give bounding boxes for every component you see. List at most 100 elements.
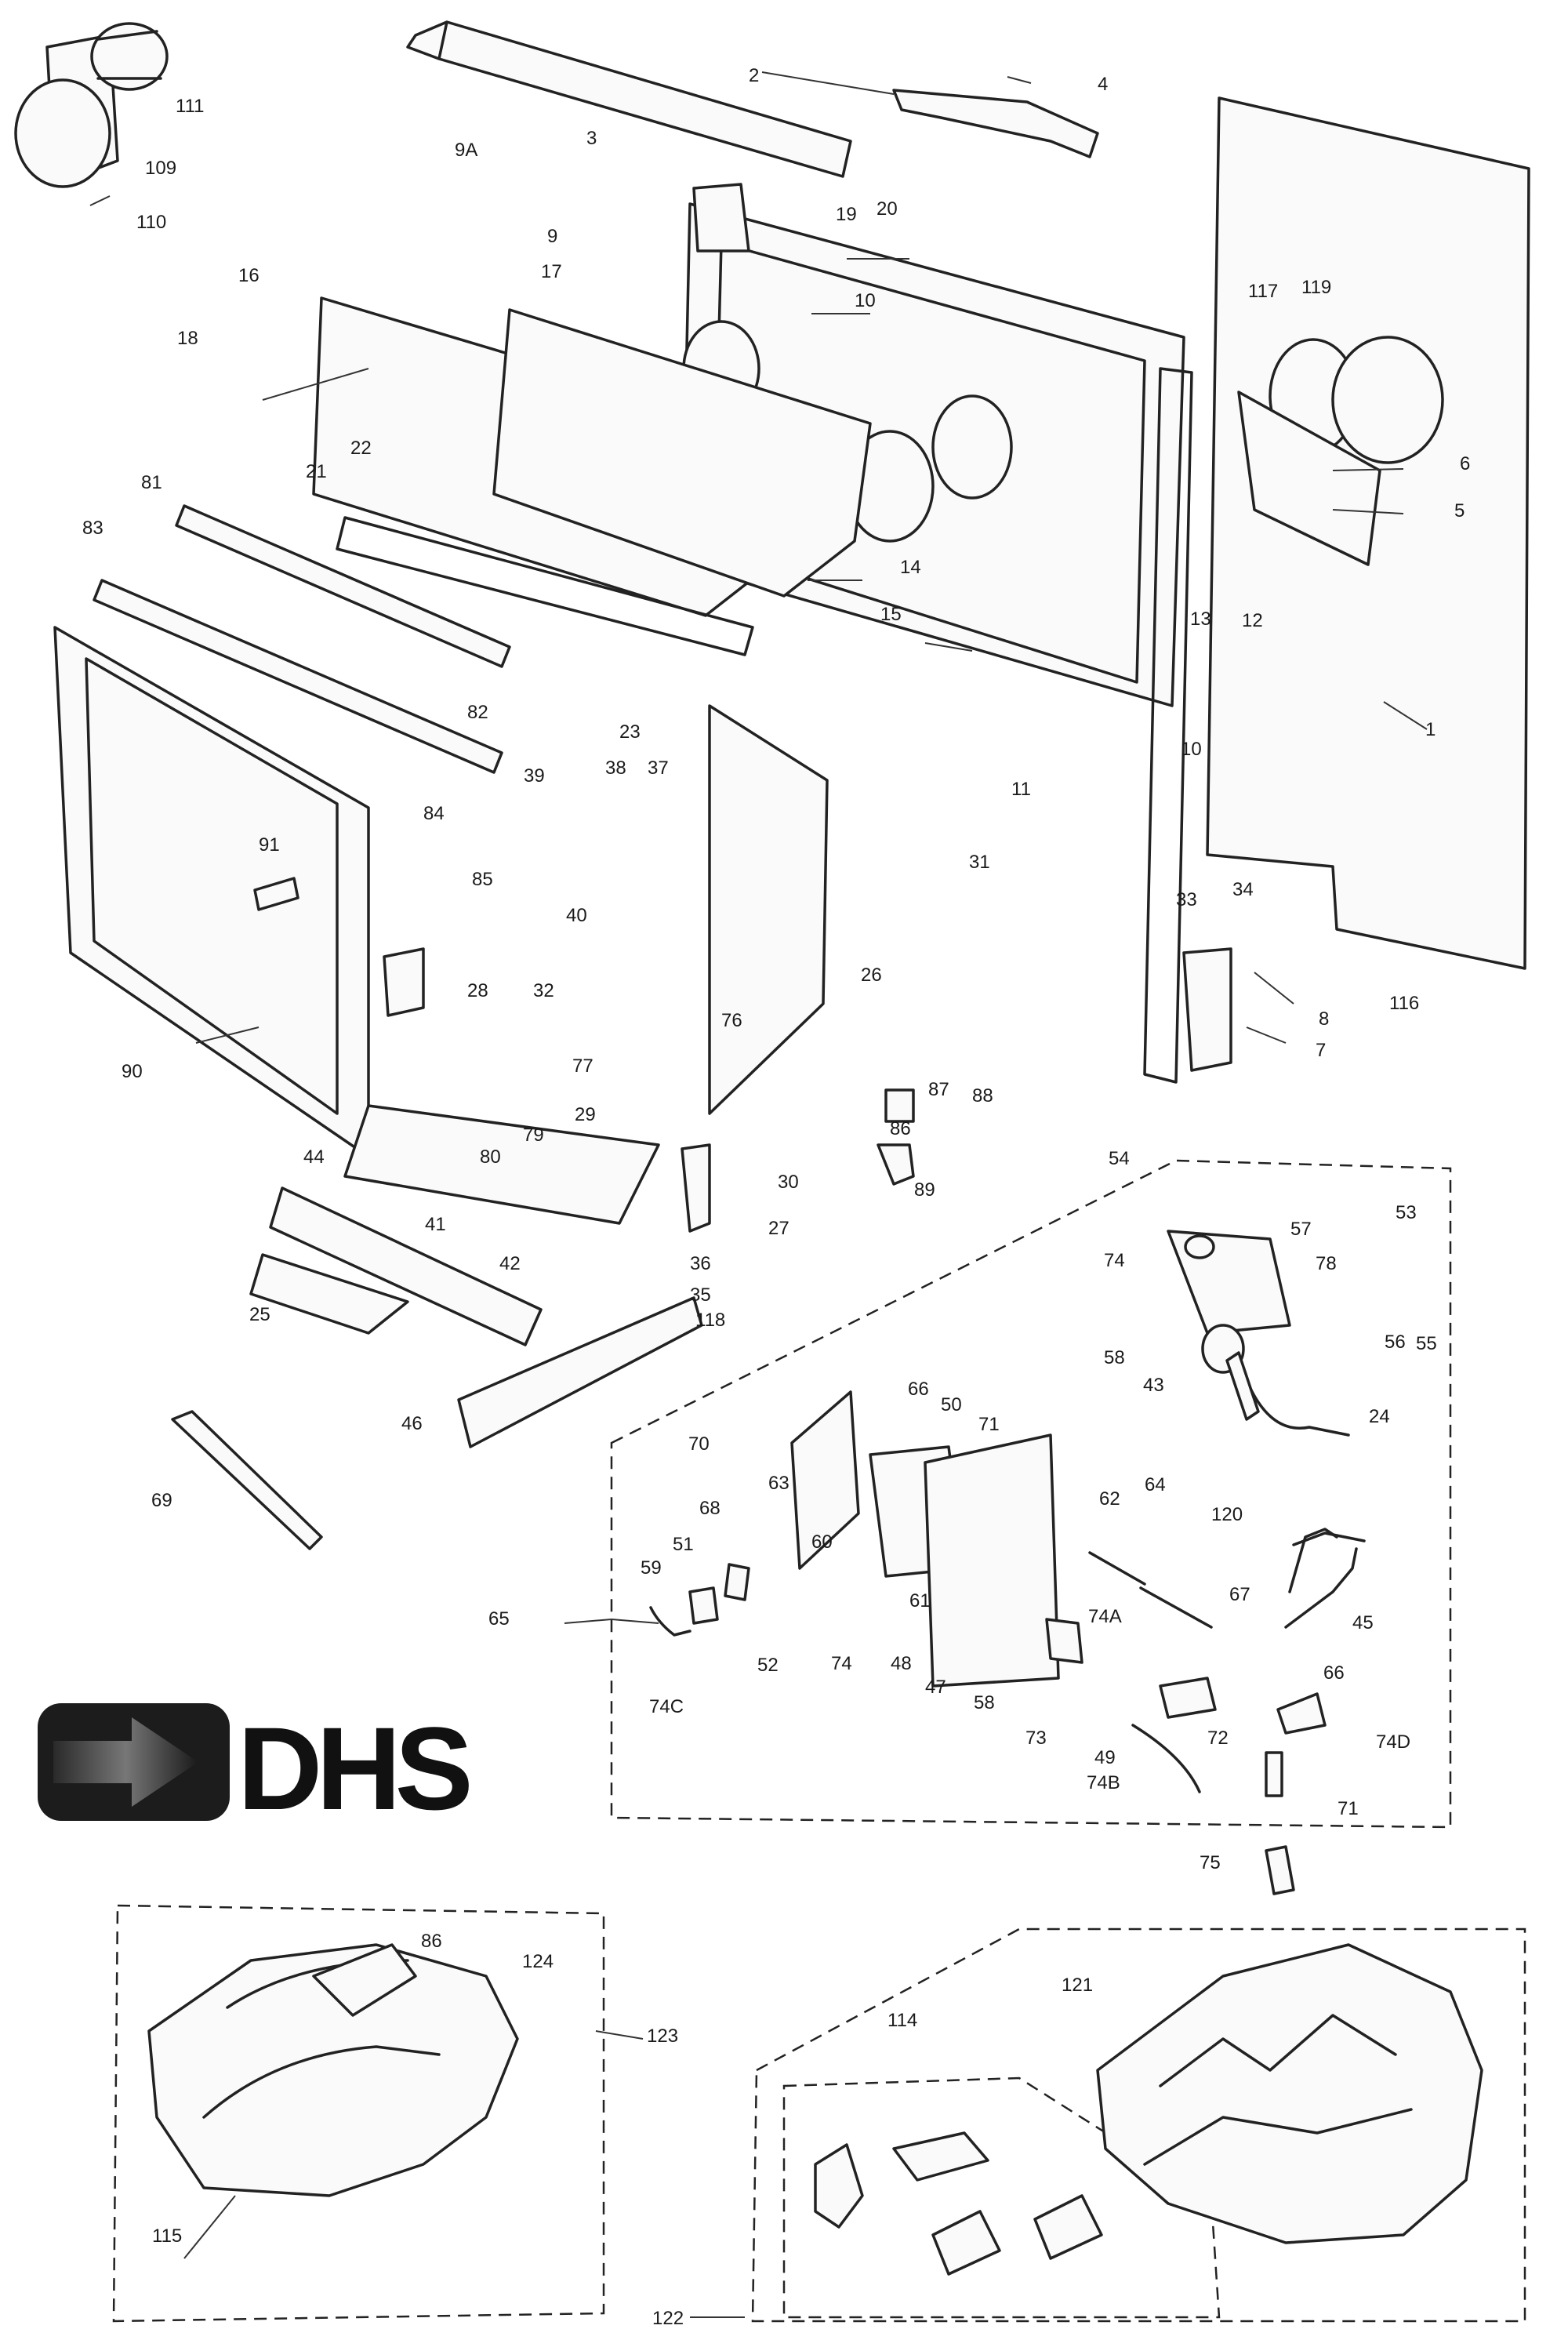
callout: 66 bbox=[1323, 1662, 1345, 1684]
callout: 58 bbox=[974, 1692, 995, 1713]
base-plate-24 bbox=[457, 1296, 703, 1448]
callout: 52 bbox=[757, 1655, 779, 1676]
callout: 85 bbox=[472, 869, 493, 890]
callout: 88 bbox=[972, 1085, 993, 1106]
callout: 25 bbox=[249, 1304, 270, 1325]
callout: 38 bbox=[605, 758, 626, 779]
callout: 90 bbox=[122, 1061, 143, 1082]
callout: 9A bbox=[455, 140, 478, 161]
coal-set-group-border bbox=[751, 1928, 1526, 2323]
callout: 67 bbox=[1229, 1584, 1250, 1605]
flue-collar-assembly bbox=[14, 22, 169, 206]
callout: 121 bbox=[1062, 1975, 1094, 1996]
callout: 122 bbox=[652, 2308, 684, 2329]
callout: 33 bbox=[1176, 889, 1197, 910]
callout: 53 bbox=[1396, 1202, 1417, 1223]
callout: 63 bbox=[768, 1473, 789, 1494]
hood-lip-22 bbox=[336, 516, 754, 656]
callout: 14 bbox=[900, 557, 921, 578]
callout: 46 bbox=[401, 1413, 423, 1434]
top-trim-rail bbox=[406, 20, 852, 178]
bracket-81 bbox=[175, 504, 511, 668]
callout: 71 bbox=[978, 1414, 1000, 1435]
callout: 28 bbox=[467, 980, 488, 1001]
callout: 24 bbox=[1369, 1406, 1390, 1427]
callout: 87 bbox=[928, 1079, 949, 1100]
callout: 48 bbox=[891, 1653, 912, 1674]
callout: 39 bbox=[524, 765, 545, 787]
flue-ring-119 bbox=[1331, 336, 1444, 464]
base-plate-25 bbox=[249, 1253, 409, 1335]
callout: 57 bbox=[1290, 1219, 1312, 1240]
callout: 50 bbox=[941, 1394, 962, 1415]
callout: 5 bbox=[1454, 500, 1465, 521]
callout: 109 bbox=[145, 158, 177, 179]
callout: 74A bbox=[1088, 1606, 1122, 1627]
callout: 116 bbox=[1389, 993, 1420, 1014]
callout: 49 bbox=[1094, 1747, 1116, 1768]
callout: 89 bbox=[914, 1179, 935, 1201]
callout: 36 bbox=[690, 1253, 711, 1274]
callout: 35 bbox=[690, 1284, 711, 1306]
callout: 74B bbox=[1087, 1772, 1120, 1793]
callout: 2 bbox=[749, 65, 760, 86]
callout: 124 bbox=[522, 1951, 554, 1972]
callout: 31 bbox=[969, 852, 990, 873]
callout: 54 bbox=[1109, 1148, 1130, 1169]
bracket-7 bbox=[1182, 947, 1232, 1072]
callout: 8 bbox=[1319, 1008, 1330, 1030]
callout: 111 bbox=[176, 96, 205, 117]
callout: 7 bbox=[1316, 1040, 1327, 1061]
callout: 74D bbox=[1376, 1731, 1411, 1753]
callout: 76 bbox=[721, 1010, 742, 1031]
screw-4 bbox=[1007, 76, 1032, 84]
callout: 91 bbox=[259, 834, 280, 856]
callout: 6 bbox=[1460, 453, 1471, 474]
arrow-right-icon bbox=[38, 1703, 230, 1821]
callout: 82 bbox=[467, 702, 488, 723]
hood-rod-18 bbox=[262, 368, 369, 401]
callout: 80 bbox=[480, 1146, 501, 1168]
callout: 110 bbox=[136, 212, 167, 233]
baffle-15 bbox=[492, 308, 872, 598]
top-bracket bbox=[892, 89, 1099, 158]
callout: 78 bbox=[1316, 1253, 1337, 1274]
callout: 26 bbox=[861, 965, 882, 986]
callout: 44 bbox=[303, 1146, 325, 1168]
callout: 30 bbox=[778, 1172, 799, 1193]
callout: 72 bbox=[1207, 1728, 1229, 1749]
callout: 84 bbox=[423, 803, 445, 824]
callout: 27 bbox=[768, 1218, 789, 1239]
firebox-side-panel bbox=[708, 704, 829, 1115]
callout: 16 bbox=[238, 265, 260, 286]
callout: 18 bbox=[177, 328, 198, 349]
callout: 45 bbox=[1352, 1612, 1374, 1633]
callout: 74 bbox=[1104, 1250, 1125, 1271]
callout: 71 bbox=[1338, 1798, 1359, 1819]
base-plate-43 bbox=[269, 1186, 543, 1346]
coal-bed-114 bbox=[1096, 1943, 1483, 2244]
callout: 41 bbox=[425, 1214, 446, 1235]
callout: 58 bbox=[1104, 1347, 1125, 1368]
callout: 65 bbox=[488, 1608, 510, 1630]
callout: 86 bbox=[421, 1931, 442, 1952]
callout: 43 bbox=[1143, 1375, 1164, 1396]
bracket-27 bbox=[681, 1143, 711, 1233]
dhs-logo: DHS bbox=[38, 1703, 579, 1827]
door-glass bbox=[85, 657, 339, 1115]
small-coals-group-border bbox=[782, 2076, 1221, 2319]
fitting-86-lower bbox=[1265, 1845, 1295, 1895]
fitting-86 bbox=[884, 1088, 915, 1123]
gas-valve-group-border bbox=[610, 1159, 1452, 1829]
callout: 77 bbox=[572, 1055, 593, 1077]
callout: 59 bbox=[641, 1557, 662, 1579]
callout: 23 bbox=[619, 721, 641, 743]
leader-lines bbox=[183, 71, 1428, 2318]
callout: 42 bbox=[499, 1253, 521, 1274]
callout: 10 bbox=[855, 290, 876, 311]
callout: 11 bbox=[1011, 779, 1031, 800]
callout: 81 bbox=[141, 472, 162, 493]
callout: 21 bbox=[306, 461, 327, 482]
callout: 114 bbox=[887, 2010, 918, 2031]
